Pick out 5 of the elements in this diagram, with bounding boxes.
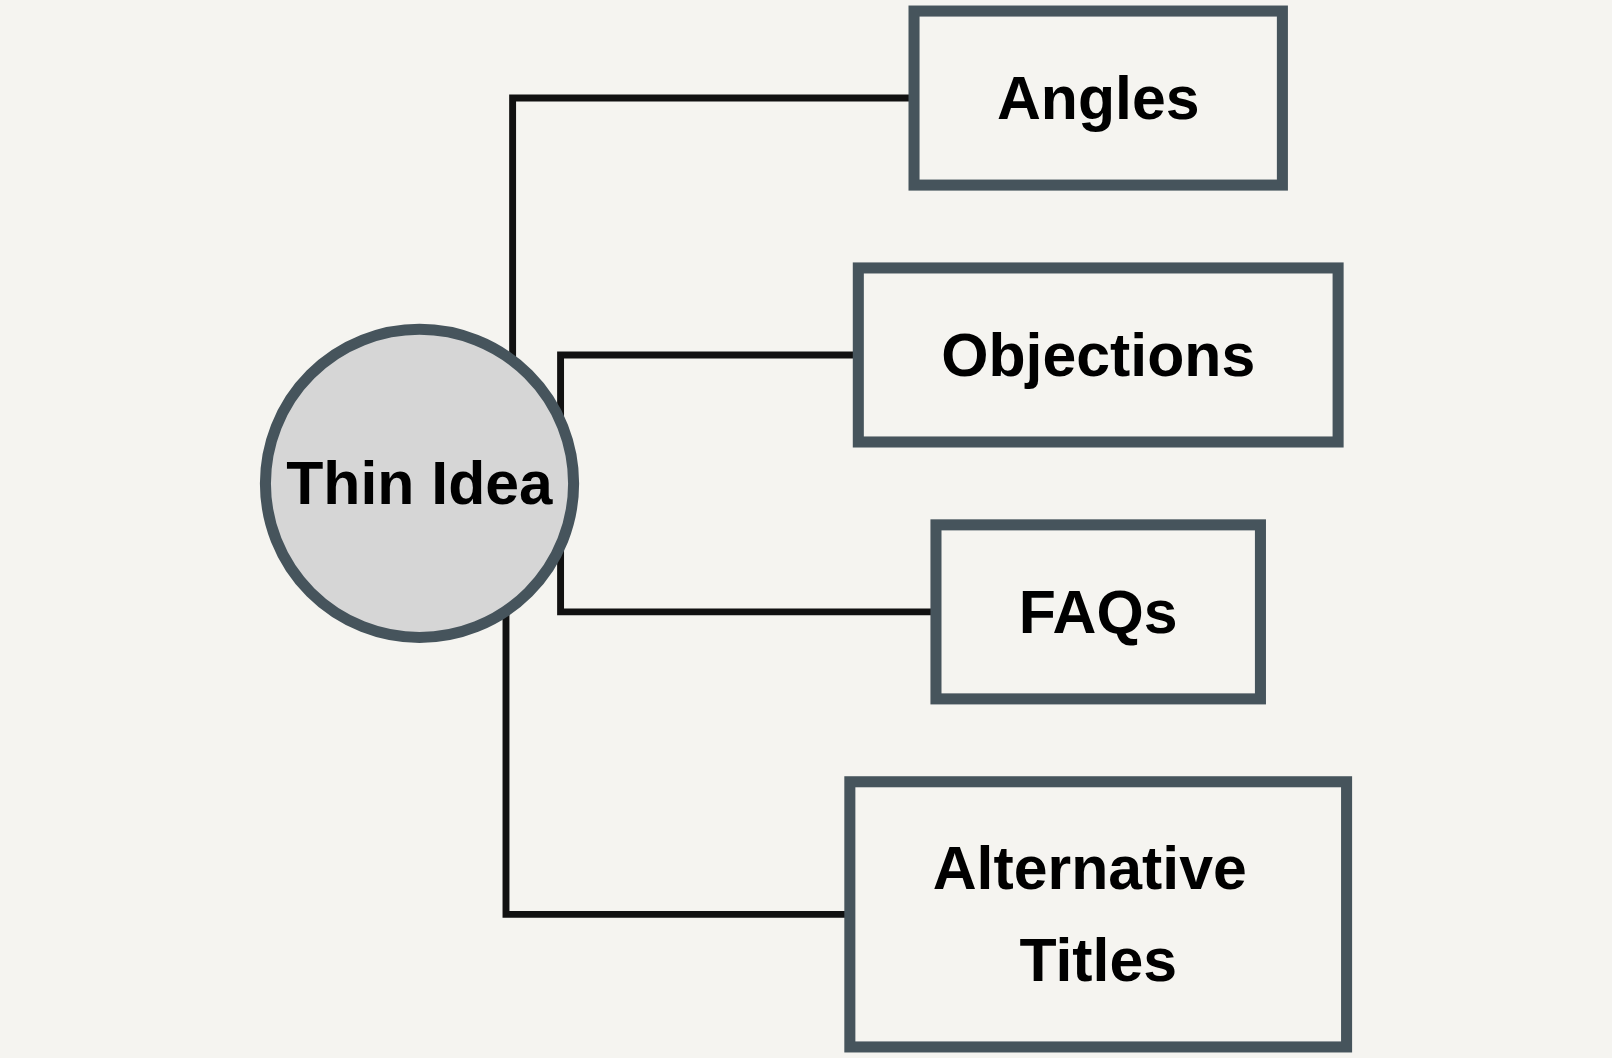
- node-box: FAQs: [930, 519, 1266, 705]
- node-box: Alternative Titles: [844, 776, 1353, 1053]
- node-box: Objections: [852, 262, 1344, 448]
- node-circle: Thin Idea: [259, 323, 580, 644]
- node-box: Angles: [908, 5, 1288, 191]
